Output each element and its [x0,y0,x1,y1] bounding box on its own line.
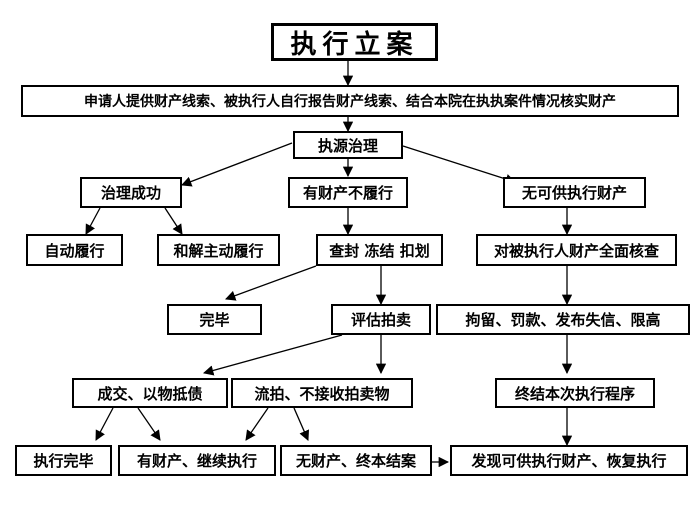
node-execution-filing: 执行立案 [271,23,438,61]
node-detention-penalty: 拘留、罚款、发布失信、限高 [436,304,690,335]
node-governance-success: 治理成功 [80,177,182,208]
node-deal-offset: 成交、以物抵债 [72,378,228,408]
node-found-property-resume: 发现可供执行财产、恢复执行 [450,445,688,476]
arrow-seize-to-completed [225,265,317,301]
node-source-governance: 执源治理 [293,131,403,159]
node-has-property-continue: 有财产、继续执行 [118,445,276,476]
arrow-failed-to-continue [245,407,269,441]
node-seize-freeze-deduct: 查封 冻结 扣划 [316,234,443,266]
arrow-governance-to-no-property [402,145,516,185]
node-full-property-check: 对被执行人财产全面核查 [476,234,677,266]
node-has-property-not-perform: 有财产不履行 [288,177,408,208]
node-failed-auction: 流拍、不接收拍卖物 [231,378,413,408]
arrow-deal-to-complete [95,407,114,441]
arrow-governance-to-success [181,142,293,187]
node-execution-complete: 执行完毕 [15,445,112,476]
arrow-auction-to-deal [202,334,343,376]
node-property-clues: 申请人提供财产线索、被执行人自行报告财产线索、结合本院在执执案件情况核实财产 [21,85,679,117]
node-settlement-perform: 和解主动履行 [157,234,280,266]
node-auto-perform: 自动履行 [26,234,123,266]
node-terminate-procedure: 终结本次执行程序 [495,378,655,408]
arrow-success-to-auto [85,207,101,235]
node-completed: 完毕 [167,304,262,335]
arrow-success-to-settlement [164,207,183,235]
node-appraisal-auction: 评估拍卖 [331,304,431,335]
node-no-property-terminate: 无财产、终本结案 [280,445,432,476]
arrow-failed-to-terminate [293,407,310,441]
arrow-deal-to-continue [137,407,161,441]
node-no-property: 无可供执行财产 [503,177,646,208]
